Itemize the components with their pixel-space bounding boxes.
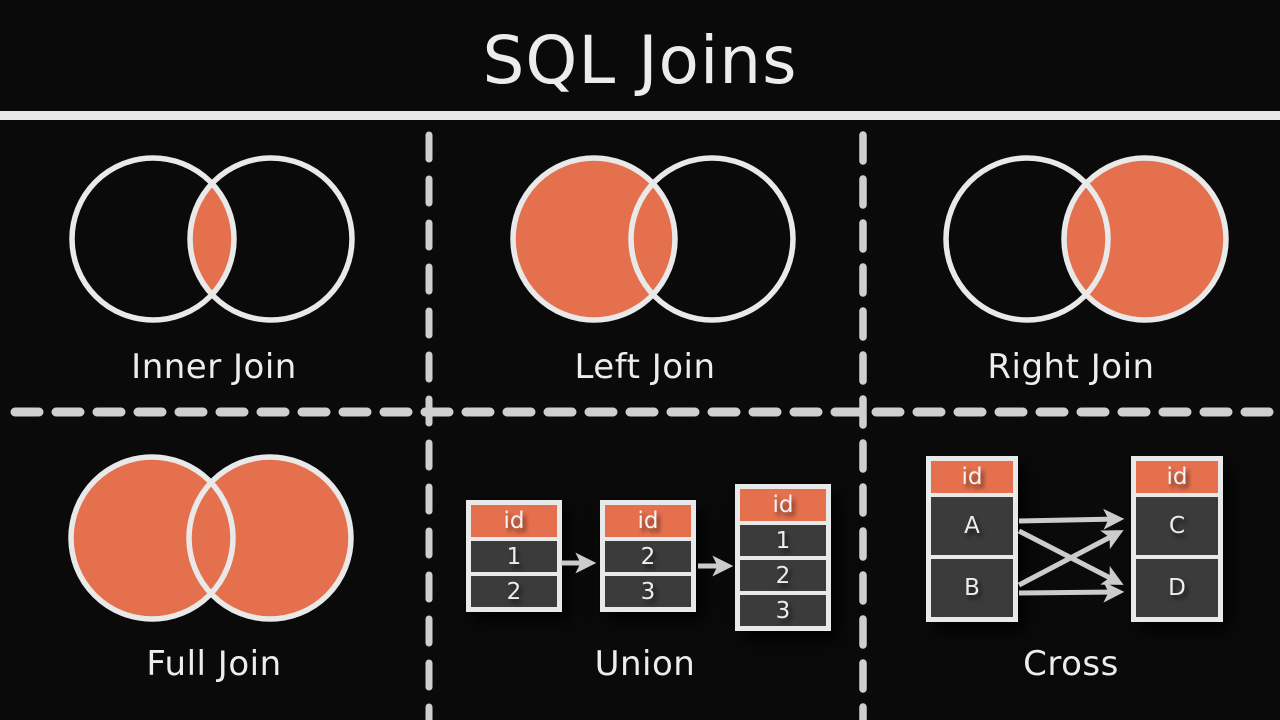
venn-right-join [943,155,1229,323]
union-table-2-row: 3 [605,576,691,607]
label-full-join: Full Join [146,644,282,684]
page-title: SQL Joins [482,21,798,99]
label-left-join: Left Join [574,347,716,387]
cross-arrow-icons [1017,508,1125,603]
venn-full-join [68,454,354,622]
union-table-2-row: 2 [605,541,691,572]
cross-table-left: id A B [926,456,1018,622]
union-table-3-row: 3 [740,595,826,626]
union-table-3-row: 1 [740,525,826,556]
cross-table-right: id C D [1131,456,1223,622]
union-table-1-header: id [471,505,557,537]
label-cross: Cross [1023,644,1119,684]
arrow-a-to-d [1017,528,1124,585]
venn-inner-join [69,155,355,323]
cross-table-left-header: id [931,461,1013,493]
cross-table-left-row: A [931,497,1013,555]
union-table-3-header: id [740,489,826,521]
cross-table-left-row: B [931,559,1013,617]
venn-left-join [510,155,796,323]
union-table-2: id 2 3 [600,500,696,612]
union-table-3: id 1 2 3 [735,484,831,631]
cross-table-right-row: D [1136,559,1218,617]
cross-table-right-header: id [1136,461,1218,493]
arrow-a-to-c [1018,508,1125,530]
arrow-b-to-d [1018,581,1125,603]
title-divider [0,111,1280,120]
union-table-3-row: 2 [740,560,826,591]
label-right-join: Right Join [987,347,1155,387]
label-union: Union [594,644,696,684]
arrow-b-to-c [1017,530,1124,588]
label-inner-join: Inner Join [131,347,297,387]
union-table-1: id 1 2 [466,500,562,612]
union-table-1-row: 1 [471,541,557,572]
union-table-2-header: id [605,505,691,537]
cross-table-right-row: C [1136,497,1218,555]
union-table-1-row: 2 [471,576,557,607]
